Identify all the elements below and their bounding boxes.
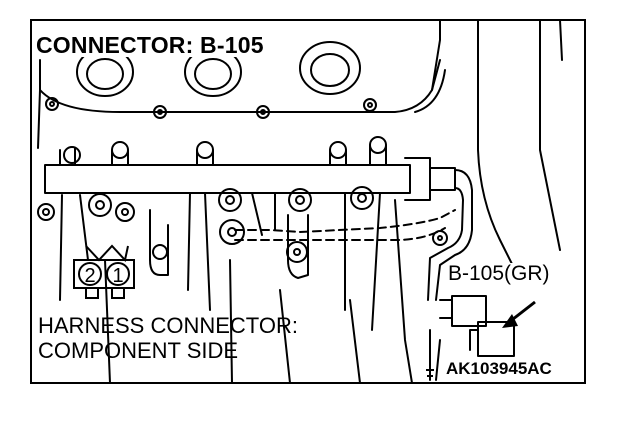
harness-label-line1: HARNESS CONNECTOR: — [38, 313, 298, 338]
callout-arrow — [502, 300, 536, 328]
pin-1 — [106, 262, 130, 286]
connector-callout-label: B-105(GR) — [446, 262, 552, 285]
injector-bosses — [37, 186, 448, 263]
connector-title: CONNECTOR: B-105 — [34, 32, 266, 58]
fuel-rail — [44, 136, 473, 301]
pin-1-label: 1 — [112, 265, 123, 287]
figure-code: AK103945AC — [444, 359, 554, 378]
ground-symbol — [426, 362, 434, 378]
harness-label-line2: COMPONENT SIDE — [38, 338, 239, 363]
intake-runners — [59, 192, 413, 384]
hidden-harness — [234, 209, 456, 233]
pin-2-label: 2 — [84, 265, 95, 287]
spark-plug-wells — [76, 41, 361, 97]
pin-2 — [78, 262, 102, 286]
pin-diagram: 2 1 — [73, 244, 135, 299]
